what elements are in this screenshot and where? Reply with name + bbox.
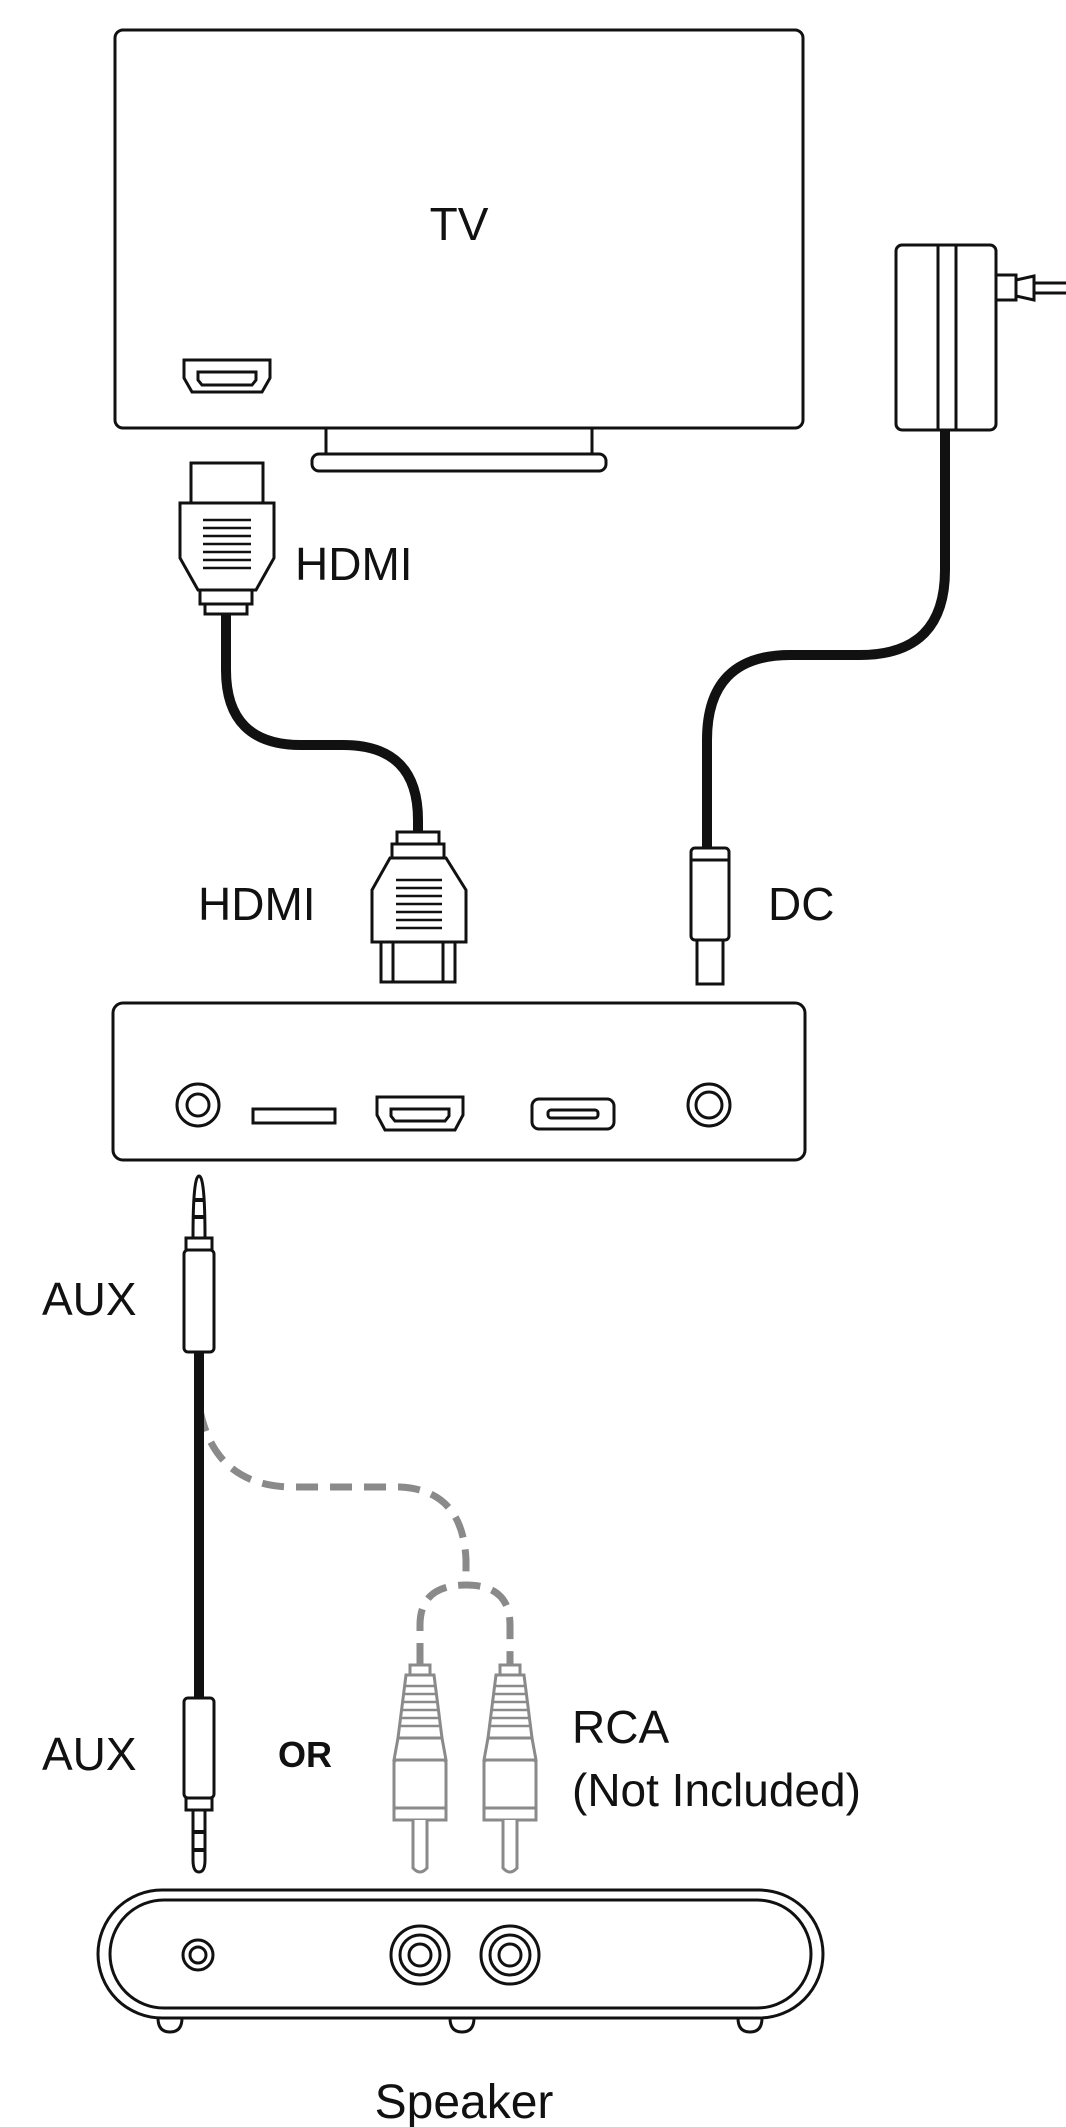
or-label: OR xyxy=(278,1734,332,1775)
hdmi-plug-top-icon xyxy=(178,461,276,616)
aux-plug-bottom-icon xyxy=(182,1696,216,1874)
hdmi-plug-bottom-icon xyxy=(370,830,468,984)
hdmi-cable xyxy=(221,614,423,832)
tv-icon xyxy=(113,28,805,473)
power-adapter-icon xyxy=(894,243,1066,432)
rca-plug-right-icon xyxy=(482,1663,538,1874)
rca-split-cable xyxy=(416,1581,514,1665)
rca-plug-left-icon xyxy=(392,1663,448,1874)
aux-bottom-label: AUX xyxy=(42,1728,137,1780)
rca-cable-optional xyxy=(196,1409,470,1585)
rca-label-line1: RCA xyxy=(572,1701,669,1753)
speaker-label: Speaker xyxy=(375,2076,554,2127)
dc-plug-icon xyxy=(689,846,731,986)
hdmi-bottom-label: HDMI xyxy=(198,878,316,930)
streaming-device-icon xyxy=(111,1001,807,1162)
dc-label: DC xyxy=(768,878,834,930)
dc-cable xyxy=(702,430,950,848)
aux-plug-top-icon xyxy=(182,1174,216,1354)
tv-label: TV xyxy=(430,198,489,250)
rca-label-line2: (Not Included) xyxy=(572,1764,861,1816)
aux-top-label: AUX xyxy=(42,1273,137,1325)
tv-hdmi-port-icon xyxy=(182,358,272,394)
hdmi-top-label: HDMI xyxy=(295,538,413,590)
speaker-icon xyxy=(96,1888,825,2034)
